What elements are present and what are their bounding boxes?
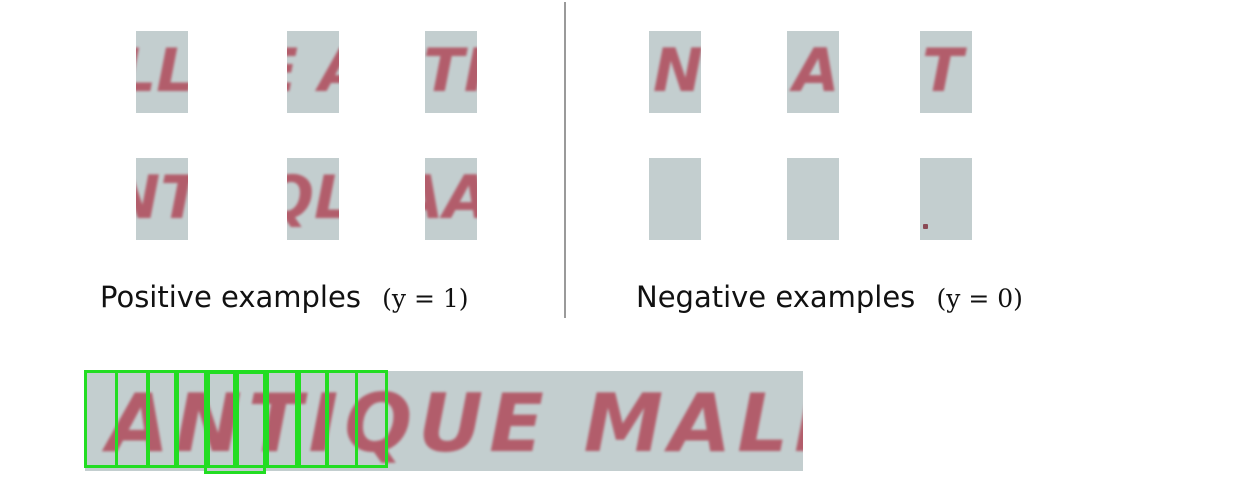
negative-patch: A — [787, 31, 839, 113]
patch-glyphs: NT — [136, 162, 188, 234]
patch-glyphs: A — [793, 36, 839, 106]
positive-patch: TI — [425, 31, 477, 113]
patch-glyphs: TI — [425, 36, 477, 106]
negative-patch: N — [649, 31, 701, 113]
divider-line — [564, 2, 566, 318]
positive-caption-math: (y = 1) — [382, 284, 469, 313]
patch-glyphs: N — [653, 36, 701, 106]
patch-glyphs: AA — [425, 162, 477, 234]
positive-patch: E A — [287, 31, 339, 113]
patch-glyphs: LL — [136, 35, 188, 107]
negative-patch — [787, 158, 839, 240]
positive-caption: Positive examples (y = 1) — [100, 280, 469, 314]
negative-caption-math: (y = 0) — [936, 284, 1023, 313]
patch-speck — [923, 224, 928, 229]
negative-caption-text: Negative examples — [636, 280, 916, 314]
negative-patch — [649, 158, 701, 240]
patch-glyphs: E A — [287, 35, 339, 107]
positive-caption-text: Positive examples — [100, 280, 361, 314]
patch-glyphs: T — [922, 36, 963, 106]
negative-patch: T — [920, 31, 972, 113]
sliding-window — [326, 370, 388, 468]
sliding-window — [204, 371, 266, 474]
negative-patch — [920, 158, 972, 240]
positive-patch: NT — [136, 158, 188, 240]
negative-caption: Negative examples (y = 0) — [636, 280, 1023, 314]
patch-glyphs: QL — [287, 162, 339, 234]
positive-patch: AA — [425, 158, 477, 240]
positive-patch: QL — [287, 158, 339, 240]
positive-patch: LL — [136, 31, 188, 113]
strip-glyphs: ANTIQUE MALL — [107, 377, 803, 470]
